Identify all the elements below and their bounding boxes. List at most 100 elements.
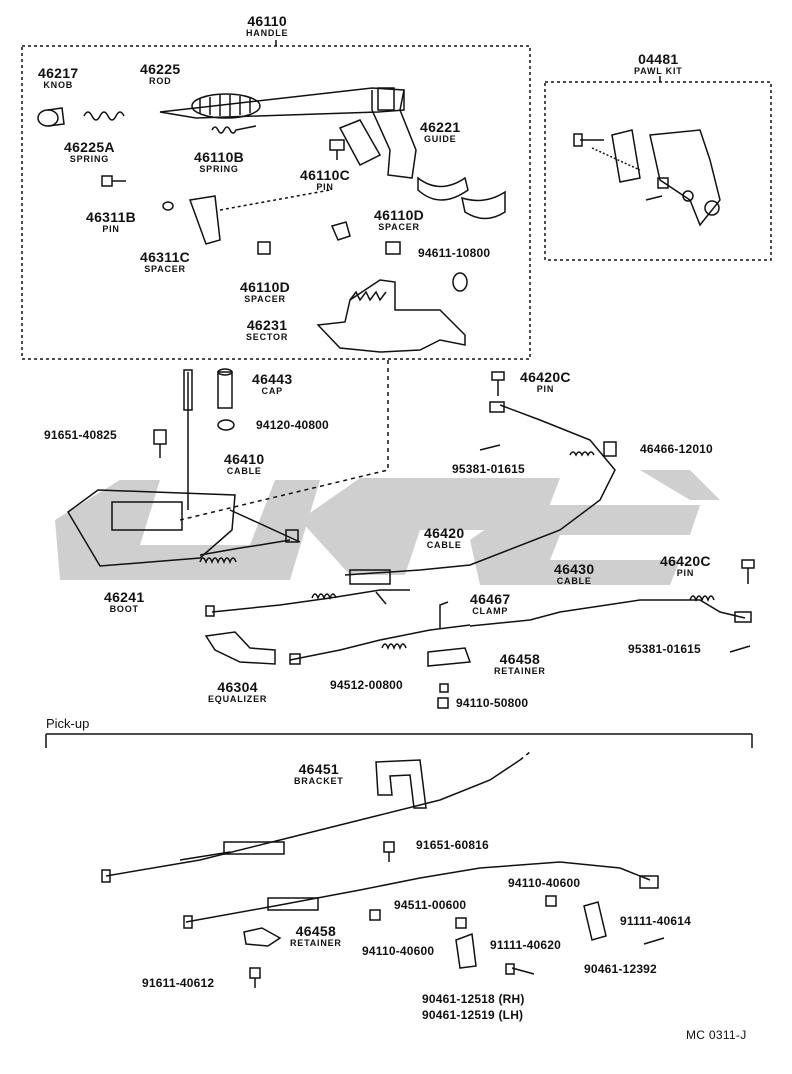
pn-94120-40800: 94120-40800: [256, 418, 329, 432]
pawl-kit-box: [544, 81, 772, 261]
part-number: 46221: [420, 119, 461, 135]
part-number: 46430: [554, 561, 595, 577]
part-name: RETAINER: [494, 666, 546, 676]
boot-drawing: [67, 489, 236, 567]
diagram-code: MC 0311-J: [686, 1028, 747, 1042]
part-name: SPACER: [144, 264, 186, 274]
pn-95381-01615-upper: 95381-01615: [452, 462, 525, 476]
part-name: CABLE: [556, 576, 592, 586]
handle-lever-drawing: [159, 87, 417, 179]
part-name: BRACKET: [294, 776, 344, 786]
part-number: 46225: [140, 61, 181, 77]
section-pickup-label: Pick-up: [46, 716, 90, 731]
part-name: CLAMP: [472, 606, 509, 616]
part-number: 46311C: [140, 249, 191, 265]
bracket-drawing: [375, 759, 427, 809]
part-number: 46451: [298, 761, 340, 777]
part-name: PIN: [676, 568, 695, 578]
part-name: PAWL KIT: [634, 66, 683, 76]
part-name: PIN: [536, 384, 555, 394]
part-name: CABLE: [226, 466, 262, 476]
part-number: 46420C: [660, 553, 711, 569]
part-number: 46420: [424, 525, 465, 541]
part-name: SPACER: [378, 222, 420, 232]
watermark-logo: [55, 470, 720, 585]
spring-drawing: [83, 111, 125, 121]
part-number: 46467: [470, 591, 511, 607]
part-number: 46217: [38, 65, 79, 81]
part-name: CABLE: [426, 540, 462, 550]
part-number: 46110B: [194, 149, 245, 165]
part-name: EQUALIZER: [208, 694, 268, 704]
part-number: 46458: [295, 923, 337, 939]
pn-90461-12518-rh: 90461-12518 (RH): [422, 992, 525, 1006]
part-number: 46443: [252, 371, 293, 387]
part-number: 46110D: [240, 279, 291, 295]
part-name: SPRING: [69, 154, 110, 164]
guide-drawing: [417, 176, 469, 201]
part-number: 46458: [499, 651, 541, 667]
part-number: 46241: [104, 589, 145, 605]
pn-91651-60816: 91651-60816: [416, 838, 489, 852]
pn-94511-00600: 94511-00600: [394, 898, 467, 912]
part-name: SECTOR: [246, 332, 289, 342]
pn-91651-40825: 91651-40825: [44, 428, 117, 442]
part-number: 46110: [247, 13, 287, 29]
part-name: SPRING: [199, 164, 239, 174]
pn-91111-40614: 91111-40614: [620, 914, 691, 928]
pn-95381-01615-lower: 95381-01615: [628, 642, 701, 656]
part-number: 46304: [217, 679, 258, 695]
pn-91111-40620: 91111-40620: [490, 938, 561, 952]
part-name: ROD: [149, 76, 172, 86]
pn-94611-10800: 94611-10800: [418, 246, 491, 260]
part-name: GUIDE: [423, 134, 457, 144]
part-number: 04481: [638, 51, 679, 67]
part-name: KNOB: [43, 80, 74, 90]
knob-drawing: [37, 109, 59, 127]
pn-91611-40612: 91611-40612: [142, 976, 215, 990]
part-number: 46420C: [520, 369, 571, 385]
part-number: 46311B: [86, 209, 137, 225]
part-number: 46410: [224, 451, 265, 467]
part-name: RETAINER: [290, 938, 342, 948]
pn-94110-50800: 94110-50800: [456, 696, 529, 710]
part-name: PIN: [316, 182, 334, 192]
part-number: 46110C: [300, 167, 351, 183]
part-name: SPACER: [244, 294, 286, 304]
equalizer-drawing: [204, 631, 276, 665]
cable-46430-drawing: [469, 599, 746, 627]
part-number: 46231: [246, 317, 288, 333]
part-name: PIN: [102, 224, 120, 234]
pn-94110-40600-lower: 94110-40600: [362, 944, 435, 958]
part-name: HANDLE: [246, 28, 289, 38]
pn-94110-40600-upper: 94110-40600: [508, 876, 581, 890]
pn-46466-12010: 46466-12010: [640, 442, 713, 456]
sector-drawing: [316, 279, 466, 353]
pn-90461-12519-lh: 90461-12519 (LH): [422, 1008, 524, 1022]
retainer-drawing: [427, 647, 472, 667]
handle-group-box: [21, 45, 531, 360]
